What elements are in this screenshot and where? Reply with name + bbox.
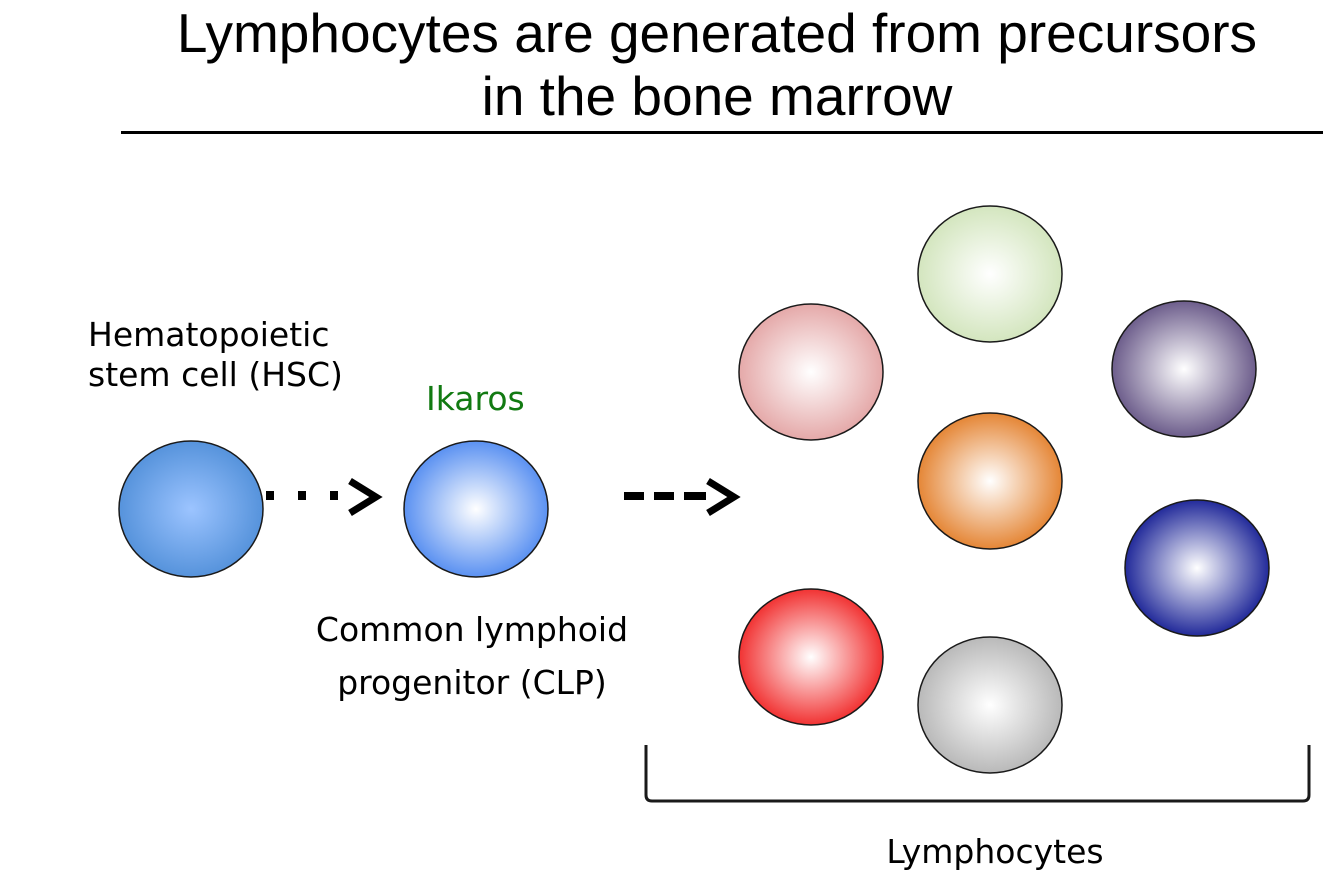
lymphocyte-cell-navy <box>1124 499 1270 637</box>
title-underline <box>121 131 1323 134</box>
lymphocyte-cell-gray <box>917 636 1063 774</box>
title-line-1: Lymphocytes are generated from precursor… <box>176 2 1258 64</box>
lymphocyte-cell-light-green <box>917 205 1063 343</box>
dotted-arrow <box>266 478 383 516</box>
title-line-2: in the bone marrow <box>481 65 953 127</box>
lymphocyte-cell-red <box>738 588 884 726</box>
clp-cell <box>403 440 549 578</box>
ikaros-label: Ikaros <box>426 379 525 418</box>
lymphocyte-cell-pink <box>738 303 884 441</box>
hsc-label: Hematopoietic stem cell (HSC) <box>88 315 343 395</box>
lymphocytes-label: Lymphocytes <box>886 832 1104 871</box>
hsc-label-line-2: stem cell (HSC) <box>88 355 343 394</box>
clp-label-line-2: progenitor (CLP) <box>337 663 607 702</box>
dashed-arrow <box>624 478 741 516</box>
clp-label: Common lymphoid progenitor (CLP) <box>290 603 654 709</box>
hsc-label-line-1: Hematopoietic <box>88 315 330 354</box>
lymphocyte-cell-orange <box>917 412 1063 550</box>
lymphocyte-cells <box>738 205 1270 774</box>
hsc-cell <box>118 440 264 578</box>
clp-label-line-1: Common lymphoid <box>315 610 629 649</box>
lymphocyte-cell-purple <box>1111 300 1257 438</box>
lymphocytes-bracket <box>644 745 1311 803</box>
page-title: Lymphocytes are generated from precursor… <box>120 2 1314 128</box>
